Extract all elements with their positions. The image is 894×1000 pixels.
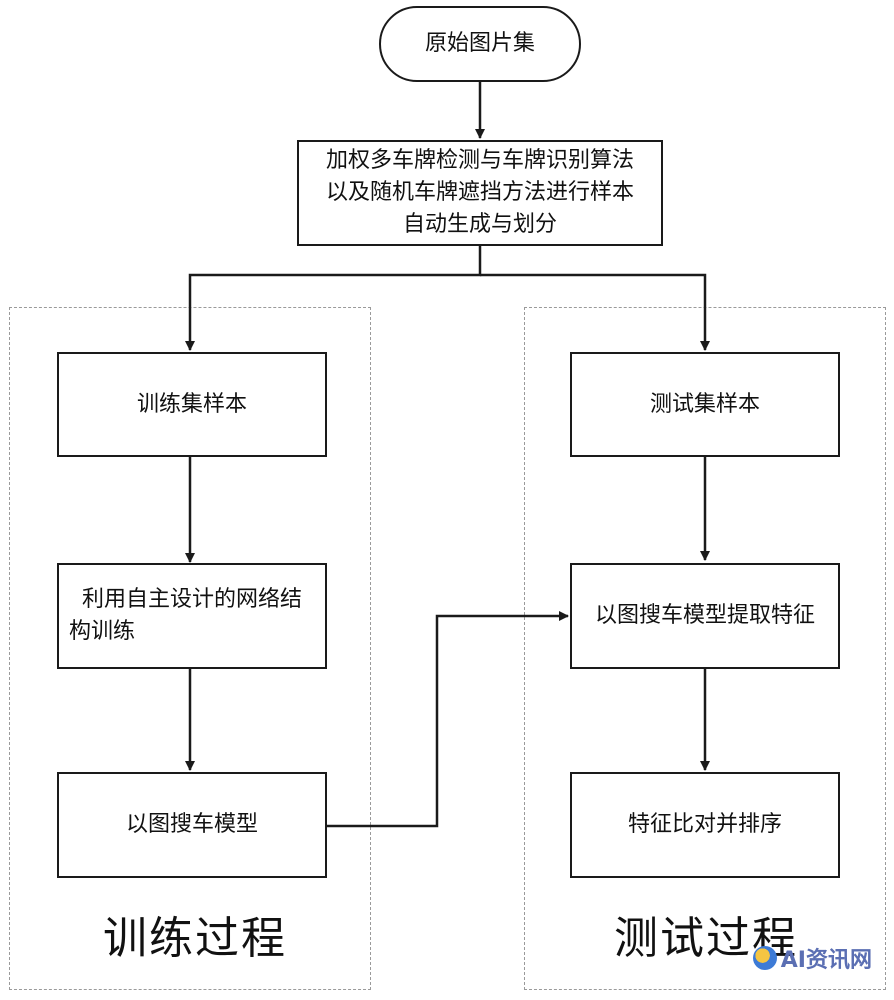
extract-node: 以图搜车模型提取特征: [570, 563, 840, 669]
extract-label: 以图搜车模型提取特征: [594, 603, 815, 628]
watermark: AI资讯网: [752, 942, 872, 974]
edge-process-split: [185, 245, 482, 351]
model-label: 以图搜车模型: [125, 812, 258, 837]
edge-process-to-test: [480, 273, 710, 351]
start-node: 原始图片集: [379, 6, 581, 82]
edge-model-to-extract: [326, 611, 569, 828]
process-line-2: 以及随机车牌遮挡方法进行样本: [325, 180, 634, 205]
train-network-node: 利用自主设计的网络结 构训练: [57, 563, 327, 669]
test-samples-label: 测试集样本: [649, 391, 760, 417]
watermark-text: AI资讯网: [780, 948, 872, 973]
start-node-label: 原始图片集: [424, 31, 535, 56]
training-group-label: 训练过程: [103, 913, 287, 964]
watermark-icon: [752, 946, 777, 970]
train-network-line-1: 利用自主设计的网络结: [81, 587, 302, 612]
process-line-3: 自动生成与划分: [402, 212, 557, 237]
train-samples-label: 训练集样本: [136, 391, 247, 417]
train-samples-node: 训练集样本: [57, 352, 327, 457]
compare-label: 特征比对并排序: [627, 812, 782, 837]
model-node: 以图搜车模型: [57, 772, 327, 878]
process-line-1: 加权多车牌检测与车牌识别算法: [325, 148, 634, 173]
compare-node: 特征比对并排序: [570, 772, 840, 878]
test-samples-node: 测试集样本: [570, 352, 840, 457]
train-network-line-2: 构训练: [69, 619, 136, 644]
process-node: 加权多车牌检测与车牌识别算法 以及随机车牌遮挡方法进行样本 自动生成与划分: [297, 140, 663, 246]
